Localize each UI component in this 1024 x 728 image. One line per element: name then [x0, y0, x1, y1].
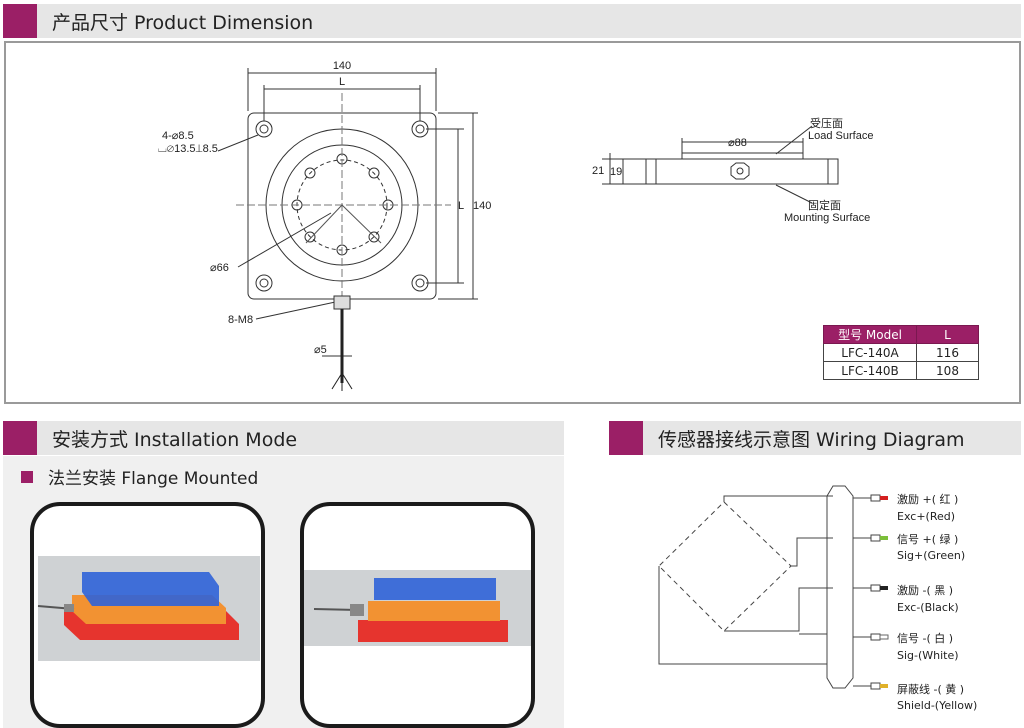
- l-cell: 108: [916, 361, 979, 380]
- dim-l-side: L: [458, 200, 464, 212]
- wire-end-red: [880, 496, 888, 500]
- section-title: 传感器接线示意图 Wiring Diagram: [658, 428, 965, 451]
- wire-label-exc-minus-cn: 激励 -( 黑 ): [897, 584, 954, 597]
- wire-label-exc-plus-en: Exc+(Red): [897, 510, 956, 523]
- cable-bundle: [826, 485, 854, 689]
- flange-mount-image-angled: [30, 502, 265, 728]
- table-row: LFC-140A 116: [823, 343, 979, 362]
- section-title: 安装方式 Installation Mode: [52, 428, 298, 451]
- dim-d66: ⌀66: [210, 262, 229, 274]
- dim-140-top: 140: [333, 60, 351, 72]
- model-table-header-l: L: [916, 325, 979, 344]
- dim-d5: ⌀5: [314, 344, 327, 356]
- wiring-diagram: [658, 485, 889, 690]
- section-header-dimension: 产品尺寸 Product Dimension: [3, 4, 1021, 38]
- wire-label-sig-plus-cn: 信号 +( 绿 ): [897, 533, 959, 546]
- load-surface-en: Load Surface: [808, 130, 873, 142]
- wire-label-sig-minus-en: Sig-(White): [897, 649, 959, 662]
- load-surface-cn: 受压面: [810, 117, 843, 130]
- installation-subtitle: 法兰安装 Flange Mounted: [21, 464, 258, 489]
- section-title: 产品尺寸 Product Dimension: [52, 11, 314, 34]
- subtitle-marker: [21, 470, 33, 483]
- dim-h19: 19: [610, 166, 622, 178]
- dim-h21: 21: [592, 165, 604, 177]
- mount-surface-cn: 固定面: [808, 198, 841, 212]
- subtitle-text: 法兰安装 Flange Mounted: [48, 469, 259, 489]
- wire-end-yellow: [880, 684, 888, 688]
- wire-end-green: [880, 536, 888, 540]
- wire-label-shield-cn: 屏蔽线 -( 黄 ): [897, 683, 965, 696]
- wire-label-exc-plus-cn: 激励 +( 红 ): [897, 493, 959, 506]
- section-marker: [609, 421, 643, 455]
- wire-end-black: [880, 586, 888, 590]
- l-cell: 116: [916, 343, 979, 362]
- model-cell: LFC-140B: [823, 361, 917, 380]
- dimension-panel: 140 L 4-⌀8.5 ⌴⌀13.5⟂8.5 ⌀66 8-M8 ⌀5 L 14…: [4, 41, 1021, 404]
- model-table: 型号 Model L LFC-140A 116 LFC-140B 108: [823, 325, 979, 380]
- dimension-drawing: 140 L 4-⌀8.5 ⌴⌀13.5⟂8.5 ⌀66 8-M8 ⌀5 L 14…: [158, 60, 873, 391]
- dim-m8: 8-M8: [228, 314, 253, 326]
- wire-label-sig-plus-en: Sig+(Green): [897, 549, 966, 562]
- wire-end-white: [879, 634, 889, 640]
- flange-mount-image-side: [300, 502, 535, 728]
- dim-140-side: 140: [473, 200, 491, 212]
- dim-holes-1: 4-⌀8.5: [162, 130, 194, 142]
- wire-label-sig-minus-cn: 信号 -( 白 ): [897, 632, 954, 645]
- wire-label-exc-minus-en: Exc-(Black): [897, 601, 959, 614]
- mount-surface-en: Mounting Surface: [784, 212, 870, 224]
- bridge-diamond: [658, 501, 792, 632]
- wire-label-shield-en: Shield-(Yellow): [897, 699, 978, 712]
- section-header-installation: 安装方式 Installation Mode: [3, 421, 564, 455]
- model-table-header-model: 型号 Model: [823, 325, 917, 344]
- model-cell: LFC-140A: [823, 343, 917, 362]
- section-marker: [3, 421, 37, 455]
- installation-panel: 法兰安装 Flange Mounted: [3, 456, 564, 728]
- section-header-wiring: 传感器接线示意图 Wiring Diagram: [609, 421, 1021, 455]
- section-marker: [3, 4, 37, 38]
- dim-d88: ⌀88: [728, 137, 747, 149]
- dim-holes-2: ⌴⌀13.5⟂8.5: [158, 143, 218, 155]
- table-row: LFC-140B 108: [823, 361, 979, 380]
- dim-l-top: L: [339, 76, 345, 88]
- wiring-panel: 激励 +( 红 ) Exc+(Red) 信号 +( 绿 ) Sig+(Green…: [609, 456, 1021, 728]
